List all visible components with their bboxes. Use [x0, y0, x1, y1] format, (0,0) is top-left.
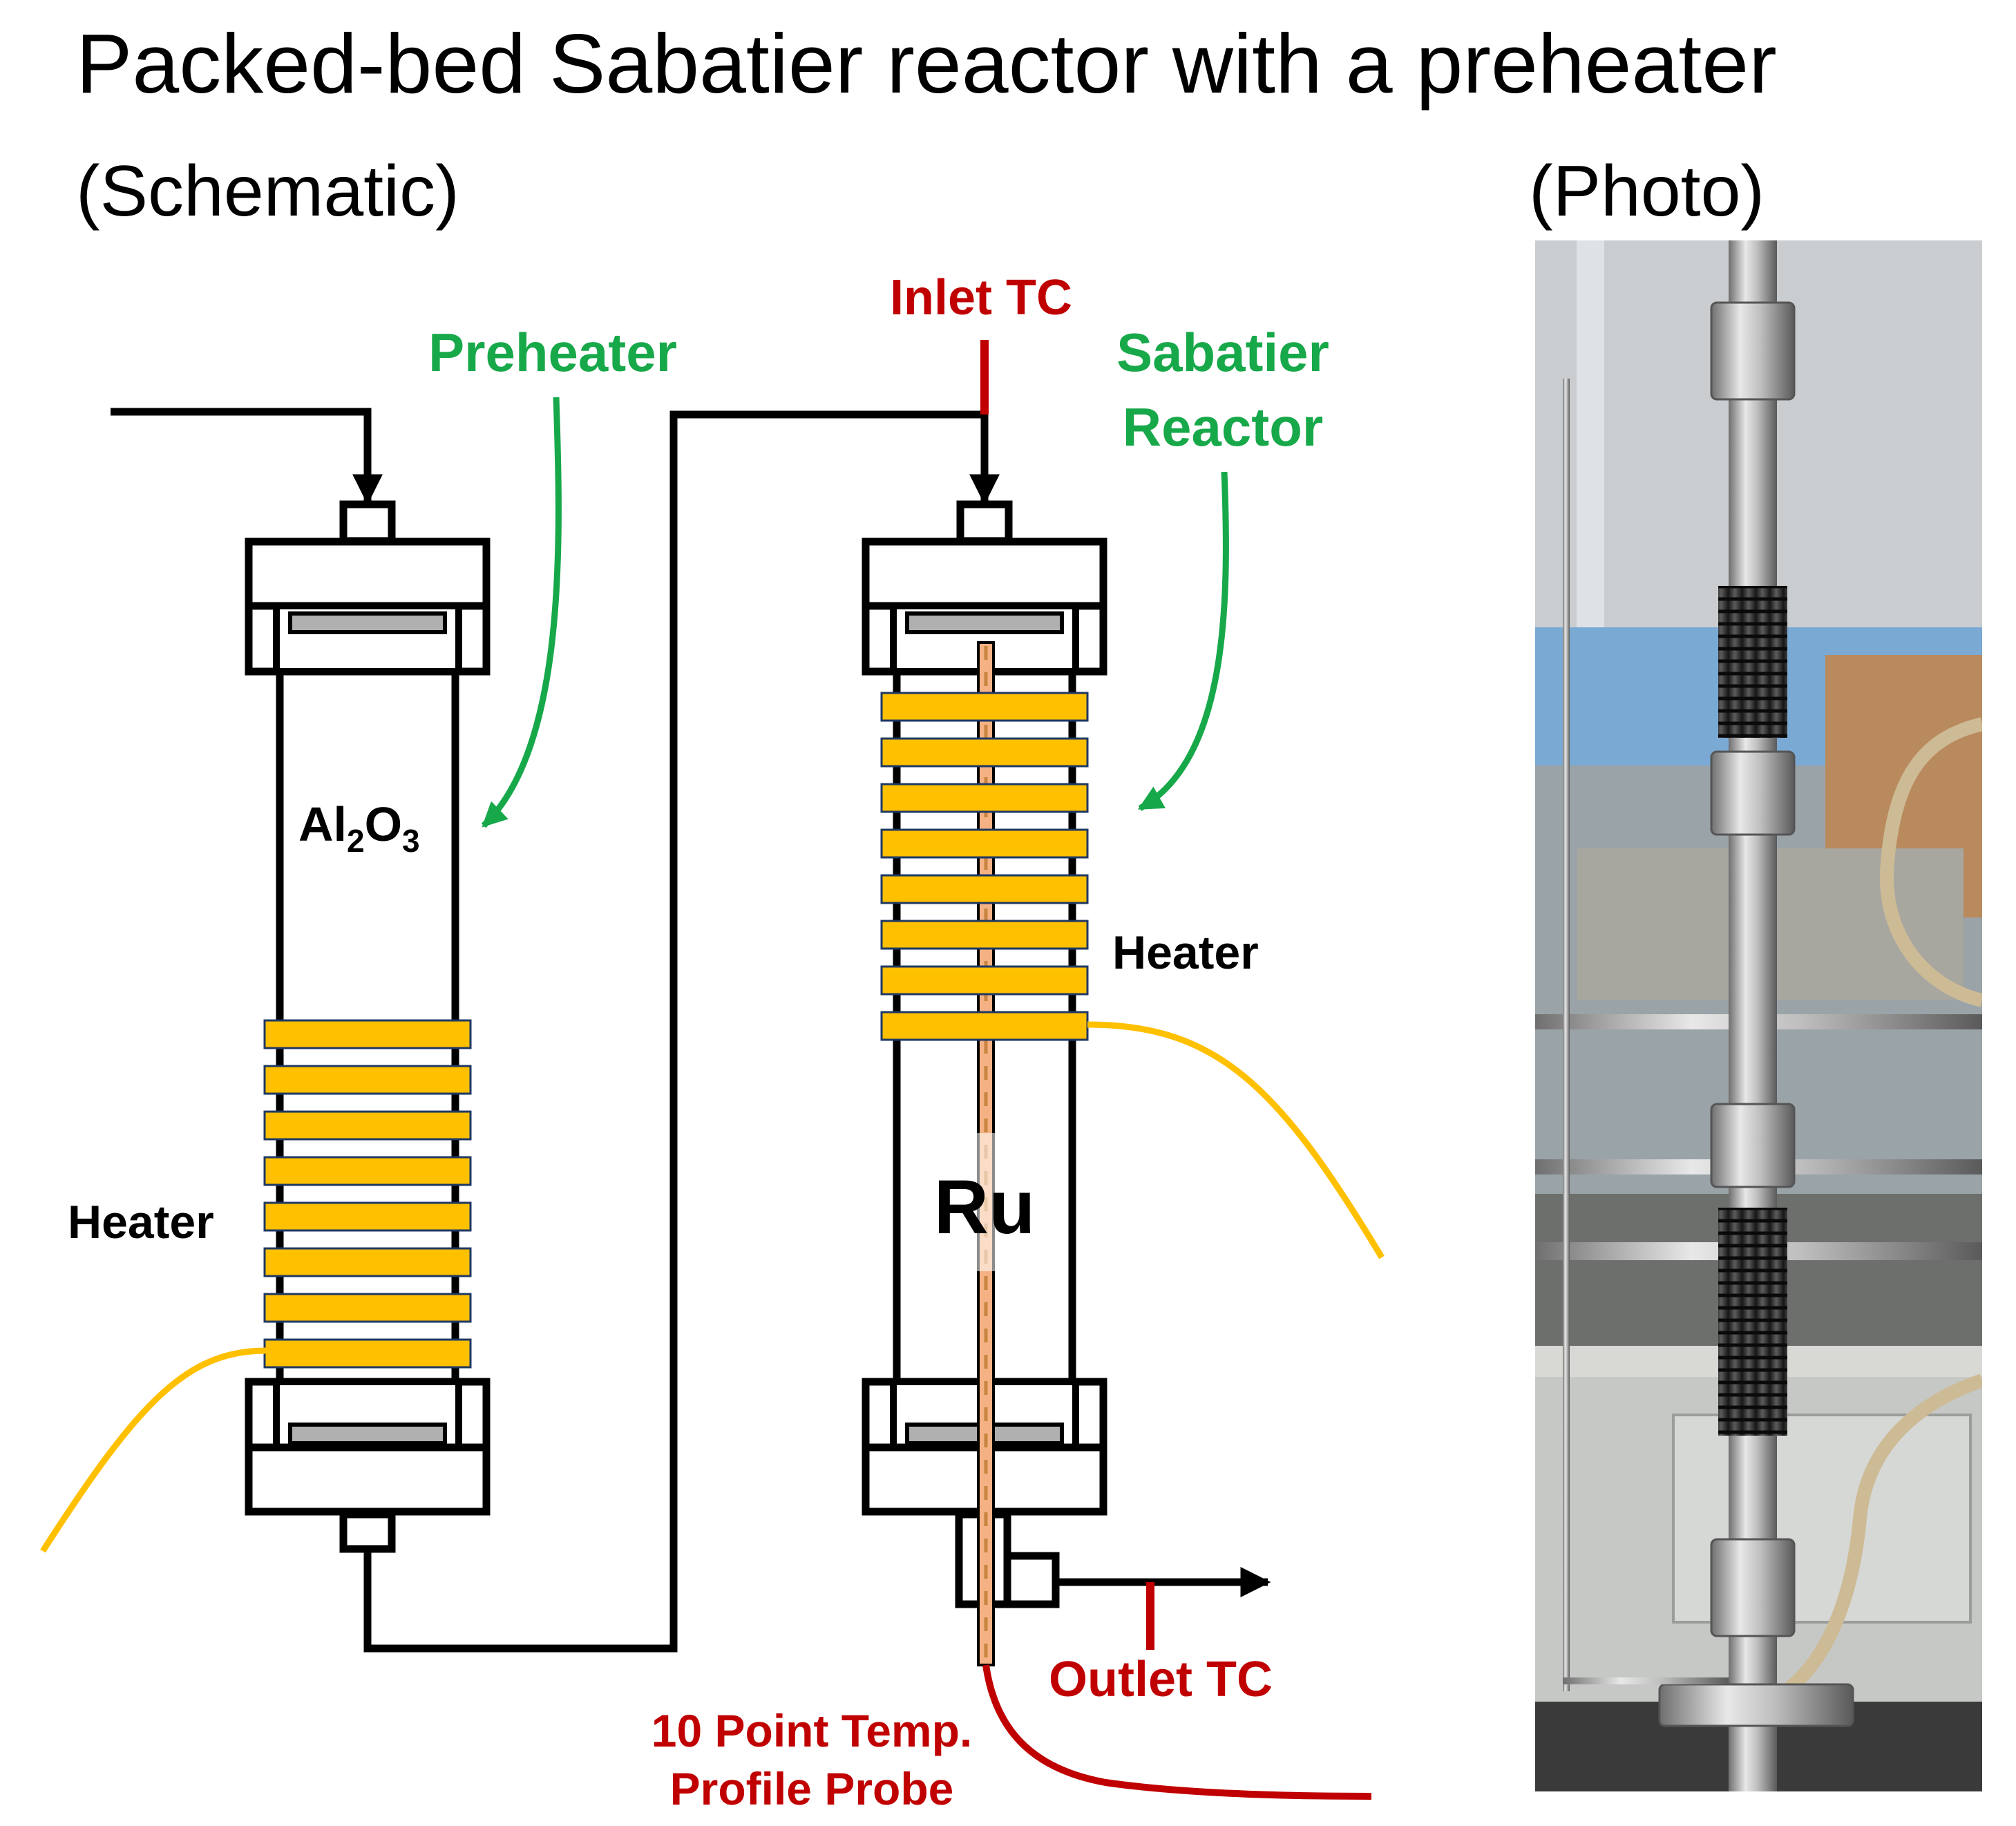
heater-band: [263, 1293, 472, 1323]
transfer-flow-line: [363, 410, 1000, 1653]
reactor-photo: [1535, 240, 1982, 1791]
heater-label-left: Heater: [68, 1196, 214, 1248]
reactor-top-filter: [905, 611, 1064, 634]
heater-band: [880, 920, 1089, 950]
outlet-tc-label: Outlet TC: [1049, 1652, 1273, 1707]
sabatier-label-line2: Reactor: [1123, 397, 1323, 457]
preheater-bottom-cap: [245, 1443, 491, 1516]
reactor-top-cap: [862, 538, 1107, 610]
reactor-pointer-arrow: [1137, 471, 1229, 811]
preheater-column: [245, 500, 491, 1553]
heater-band: [880, 737, 1089, 768]
heater-band: [880, 1011, 1089, 1041]
preheater-bottom-nozzle: [339, 1510, 396, 1553]
heater-band: [263, 1065, 472, 1095]
heater-band: [263, 1110, 472, 1141]
inlet-flow-line: [111, 408, 383, 505]
reactor-heater-lead: [1087, 1021, 1385, 1259]
catalyst-label: Ru: [934, 1165, 1036, 1250]
preheater-bottom-filter: [288, 1423, 447, 1445]
heater-band: [263, 1156, 472, 1186]
schematic-subtitle: (Schematic): [76, 151, 459, 231]
flow-lines: [111, 408, 1271, 1653]
preheater-label: Preheater: [428, 322, 677, 383]
heater-band: [263, 1019, 472, 1049]
heater-band: [263, 1247, 472, 1277]
probe-lead: [982, 1664, 1372, 1800]
reactor-top-nozzle: [956, 500, 1013, 545]
preheater-top-cap: [245, 538, 491, 610]
sabatier-label-line1: Sabatier: [1116, 322, 1329, 383]
probe-label-line2: Profile Probe: [670, 1763, 954, 1814]
alumina-label: Al2O3: [298, 797, 420, 859]
preheater-pointer-arrow: [481, 397, 562, 828]
heater-band: [263, 1338, 472, 1369]
probe-label-line1: 10 Point Temp.: [652, 1705, 973, 1756]
heater-band: [880, 828, 1089, 859]
photo-subtitle: (Photo): [1529, 151, 1765, 231]
catalyst-label-bg: [940, 1133, 1029, 1271]
preheater-heater-coil: [40, 1019, 472, 1553]
preheater-heater-lead: [40, 1347, 267, 1553]
heater-band: [263, 1201, 472, 1232]
heater-label-right: Heater: [1112, 926, 1259, 979]
heater-band: [880, 874, 1089, 904]
heater-band: [880, 965, 1089, 996]
heater-band: [880, 692, 1089, 722]
preheater-top-filter: [288, 611, 447, 634]
preheater-top-nozzle: [339, 500, 396, 545]
heater-band: [880, 783, 1089, 813]
reactor-heater-coil: [880, 692, 1385, 1259]
page-title: Packed-bed Sabatier reactor with a prehe…: [76, 17, 1777, 111]
inlet-tc-label: Inlet TC: [890, 270, 1072, 325]
